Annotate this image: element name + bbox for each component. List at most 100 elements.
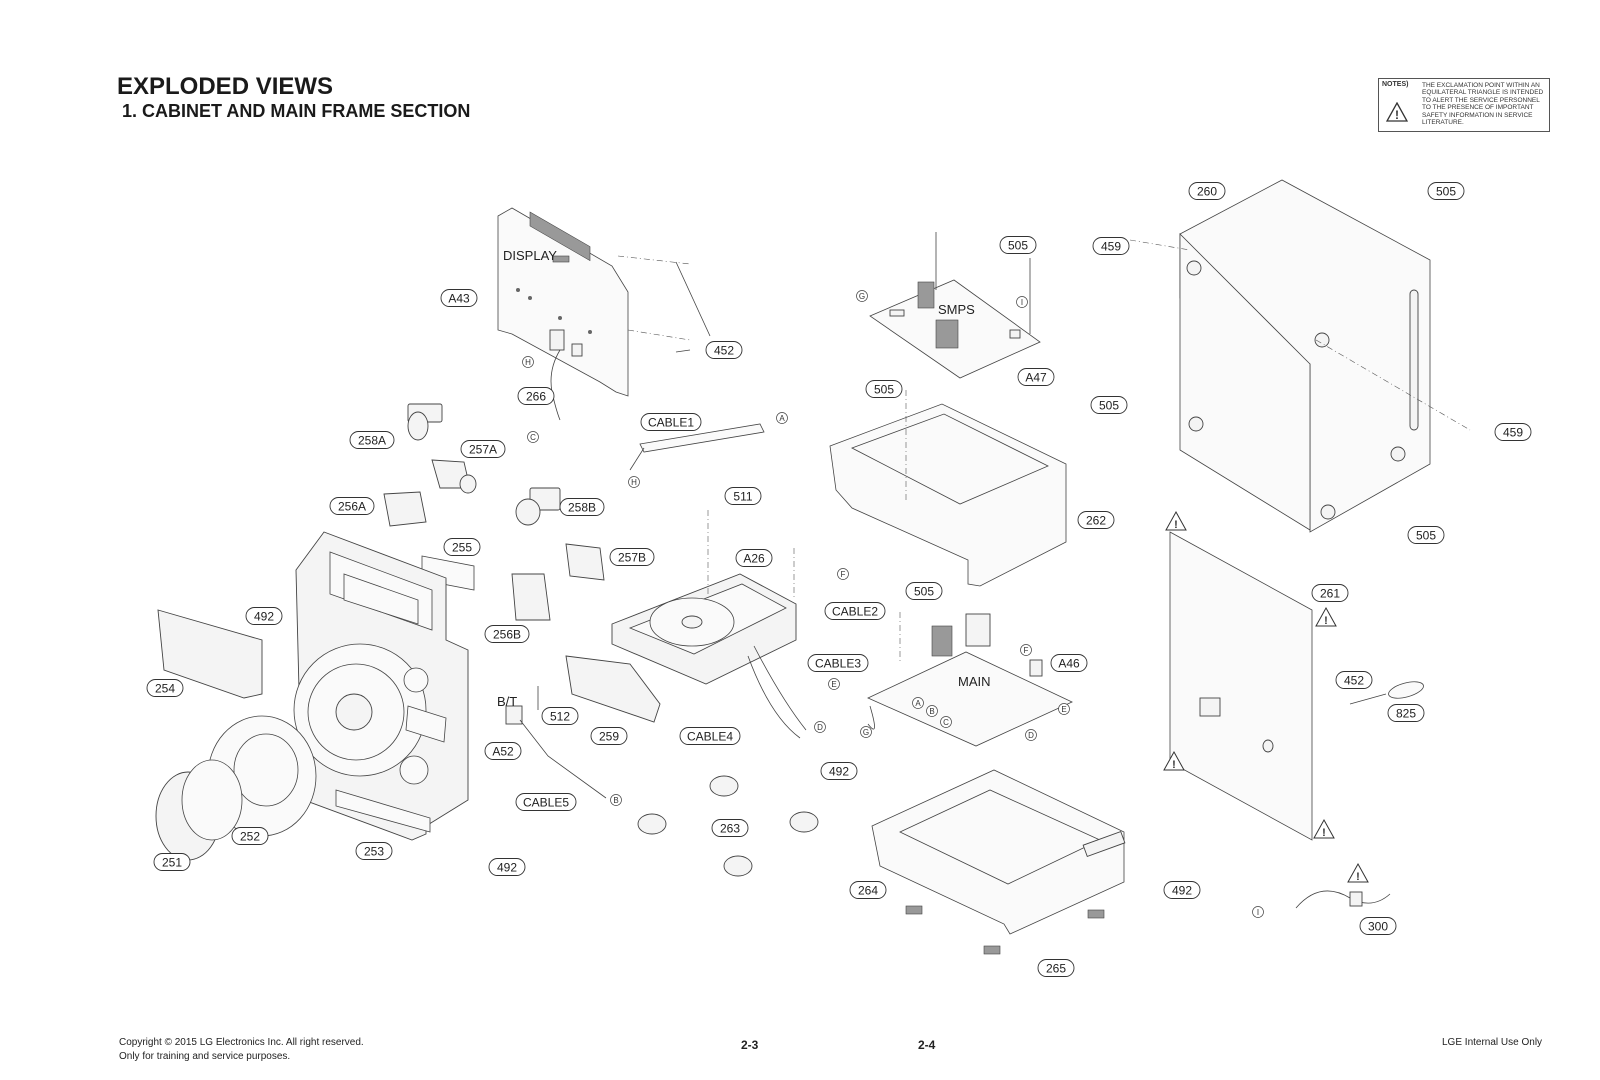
- part-label-text: CABLE2: [832, 605, 878, 619]
- bottom-chassis-264: [871, 769, 1126, 935]
- connector-marker-text: I: [1257, 908, 1259, 917]
- part-label-text: 261: [1320, 587, 1340, 601]
- part-label-452b: 452: [1335, 671, 1373, 689]
- part-label-text: CABLE1: [648, 416, 694, 430]
- rear-panel-261: [1169, 531, 1313, 841]
- part-label-text: 492: [829, 765, 849, 779]
- part-label-text: 505: [914, 585, 934, 599]
- connector-marker-e: E: [828, 678, 840, 690]
- copyright-text: Copyright © 2015 LG Electronics Inc. All…: [119, 1037, 364, 1048]
- part-label-505e: 505: [1090, 396, 1128, 414]
- part-label-265: 265: [1037, 959, 1075, 977]
- part-label-264: 264: [849, 881, 887, 899]
- part-label-252: 252: [231, 827, 269, 845]
- connector-marker-d: D: [1025, 729, 1037, 741]
- button-assembly-257A: [431, 459, 477, 494]
- part-label-492d: 492: [1163, 881, 1201, 899]
- connector-marker-b: B: [926, 705, 938, 717]
- connector-marker-text: A: [915, 699, 921, 708]
- part-label-256a: 256A: [329, 497, 375, 515]
- button-assembly-257B: [565, 543, 605, 581]
- connector-marker-text: F: [841, 570, 846, 579]
- part-label-text: 505: [1416, 529, 1436, 543]
- part-label-text: 266: [526, 390, 546, 404]
- connector-marker-b: B: [610, 794, 622, 806]
- part-label-text: 452: [1344, 674, 1364, 688]
- part-label-a26: A26: [735, 549, 773, 567]
- part-label-459b: 459: [1494, 423, 1532, 441]
- main-board-label: MAIN: [958, 674, 991, 689]
- part-label-text: CABLE3: [815, 657, 861, 671]
- part-label-505b: 505: [865, 380, 903, 398]
- part-label-text: 300: [1368, 920, 1388, 934]
- part-label-a52: A52: [484, 742, 522, 760]
- part-label-text: A43: [448, 292, 470, 306]
- part-label-254: 254: [146, 679, 184, 697]
- warning-triangle-icon: [1163, 510, 1369, 883]
- page-title: EXPLODED VIEWS: [117, 73, 334, 100]
- part-label-text: 825: [1396, 707, 1416, 721]
- connector-marker-text: E: [1061, 705, 1066, 714]
- smps-board-A47: [869, 232, 1041, 379]
- power-cable-825: [1349, 681, 1424, 705]
- part-label-text: 505: [1008, 239, 1028, 253]
- part-label-259: 259: [590, 727, 628, 745]
- rubber-feet-265: [905, 905, 1105, 955]
- power-cord-300: [1295, 890, 1391, 909]
- part-label-text: CABLE5: [523, 796, 569, 810]
- display-board-label: DISPLAY: [503, 248, 557, 263]
- warning-exclamation-icon: !: [1356, 871, 1360, 883]
- cable1: [629, 423, 765, 471]
- part-label-825: 825: [1387, 704, 1425, 722]
- part-label-263: 263: [711, 819, 749, 837]
- chassis-frame-262: [829, 390, 1067, 587]
- part-label-257b: 257B: [609, 548, 655, 566]
- connector-marker-d: D: [814, 721, 826, 733]
- part-label-text: 256A: [338, 500, 366, 514]
- part-label-505a: 505: [999, 236, 1037, 254]
- button-assembly-256A: [383, 491, 427, 527]
- part-label-text: 492: [497, 861, 517, 875]
- part-label-492a: 492: [245, 607, 283, 625]
- part-label-300: 300: [1359, 917, 1397, 935]
- main-board-A46: [867, 612, 1073, 747]
- part-label-a47: A47: [1017, 368, 1055, 386]
- part-label-text: A46: [1058, 657, 1080, 671]
- part-label-text: 258B: [568, 501, 596, 515]
- part-label-251: 251: [153, 853, 191, 871]
- part-label-text: A52: [492, 745, 514, 759]
- part-label-505c: 505: [905, 582, 943, 600]
- warning-exclamation-icon: !: [1172, 759, 1176, 771]
- front-cabinet-253: [293, 531, 469, 841]
- connector-marker-g: G: [856, 290, 868, 302]
- knob-assembly-258B: [515, 487, 561, 526]
- part-label-a43: A43: [440, 289, 478, 307]
- part-label-text: 265: [1046, 962, 1066, 976]
- side-panel-254: [157, 609, 263, 699]
- notes-text: THE EXCLAMATION POINT WITHIN AN EQUILATE…: [1422, 82, 1544, 127]
- part-label-258a: 258A: [349, 431, 395, 449]
- part-label-text: 505: [1436, 185, 1456, 199]
- part-label-text: 253: [364, 845, 384, 859]
- part-label-text: 258A: [358, 434, 386, 448]
- purpose-text: Only for training and service purposes.: [119, 1051, 291, 1062]
- connector-marker-a: A: [776, 412, 788, 424]
- button-assembly-256B: [511, 573, 551, 621]
- knob-assembly-258A: [407, 403, 443, 441]
- part-label-260: 260: [1188, 182, 1226, 200]
- page-number-right: 2-4: [918, 1038, 936, 1052]
- connector-marker-text: G: [863, 728, 869, 737]
- part-label-text: 260: [1197, 185, 1217, 199]
- connector-marker-text: B: [613, 796, 618, 805]
- part-label-266: 266: [517, 387, 555, 405]
- connector-marker-h: H: [628, 476, 640, 488]
- connector-marker-text: B: [929, 707, 934, 716]
- connector-marker-text: D: [817, 723, 823, 732]
- connector-marker-f: F: [837, 568, 849, 580]
- connector-marker-c: C: [940, 716, 952, 728]
- connector-marker-text: C: [530, 433, 536, 442]
- part-label-text: 256B: [493, 628, 521, 642]
- part-label-text: 492: [254, 610, 274, 624]
- part-label-cable2: CABLE2: [824, 602, 886, 620]
- part-label-text: 263: [720, 822, 740, 836]
